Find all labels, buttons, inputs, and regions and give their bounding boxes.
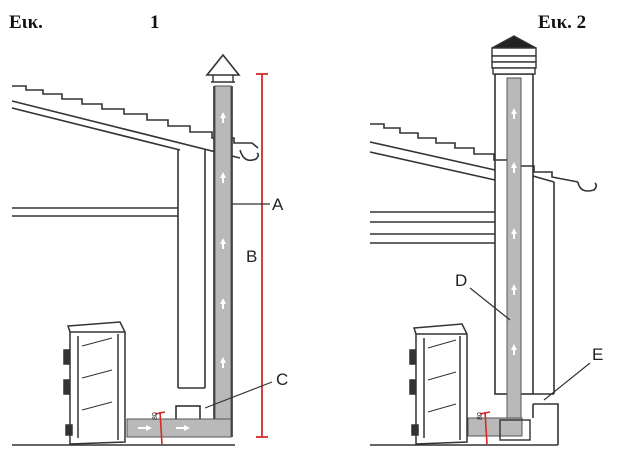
figure2-caption: Εικ. 2 [538, 12, 587, 33]
figure2-label-d: D [455, 271, 467, 290]
figure2-label-e: E [592, 345, 603, 364]
figure1-caption-number: 1 [150, 12, 160, 33]
figure1-height-dimension [256, 73, 268, 438]
figure2-leader-d [469, 287, 511, 321]
figure1-label-b: B [246, 247, 257, 266]
figure1-flow-arrows [138, 112, 226, 431]
figure1-chimney-pipe [214, 85, 232, 437]
figure2-min-distance-marker [479, 411, 491, 445]
figure1-min-distance-marker [154, 411, 166, 445]
figure2-chimney-top [491, 35, 537, 75]
figure1-leader-c [204, 381, 273, 409]
figure2-roof [370, 123, 579, 183]
figure2-connector-pipe [467, 417, 523, 437]
figure1-roof [12, 85, 259, 149]
figure2-inspection-box [499, 419, 531, 441]
figure1-caption-prefix: Εικ. [9, 12, 43, 33]
figure2-drawing [369, 73, 598, 446]
figure1-label-c: C [276, 370, 288, 389]
figure1-drawing [11, 85, 260, 446]
figure1-chimney-cowl [205, 53, 241, 76]
figure2-leader-e [543, 362, 591, 401]
figure1-min-distance-label: 80 [152, 412, 159, 420]
figure1-label-a: A [272, 195, 284, 214]
figure2-stove [409, 323, 468, 445]
figure2-min-distance-label: 80 [477, 412, 484, 420]
figure2-flow-arrows [511, 108, 517, 355]
figure1-stove [63, 321, 126, 445]
figure2-chimney-liner [506, 77, 522, 424]
